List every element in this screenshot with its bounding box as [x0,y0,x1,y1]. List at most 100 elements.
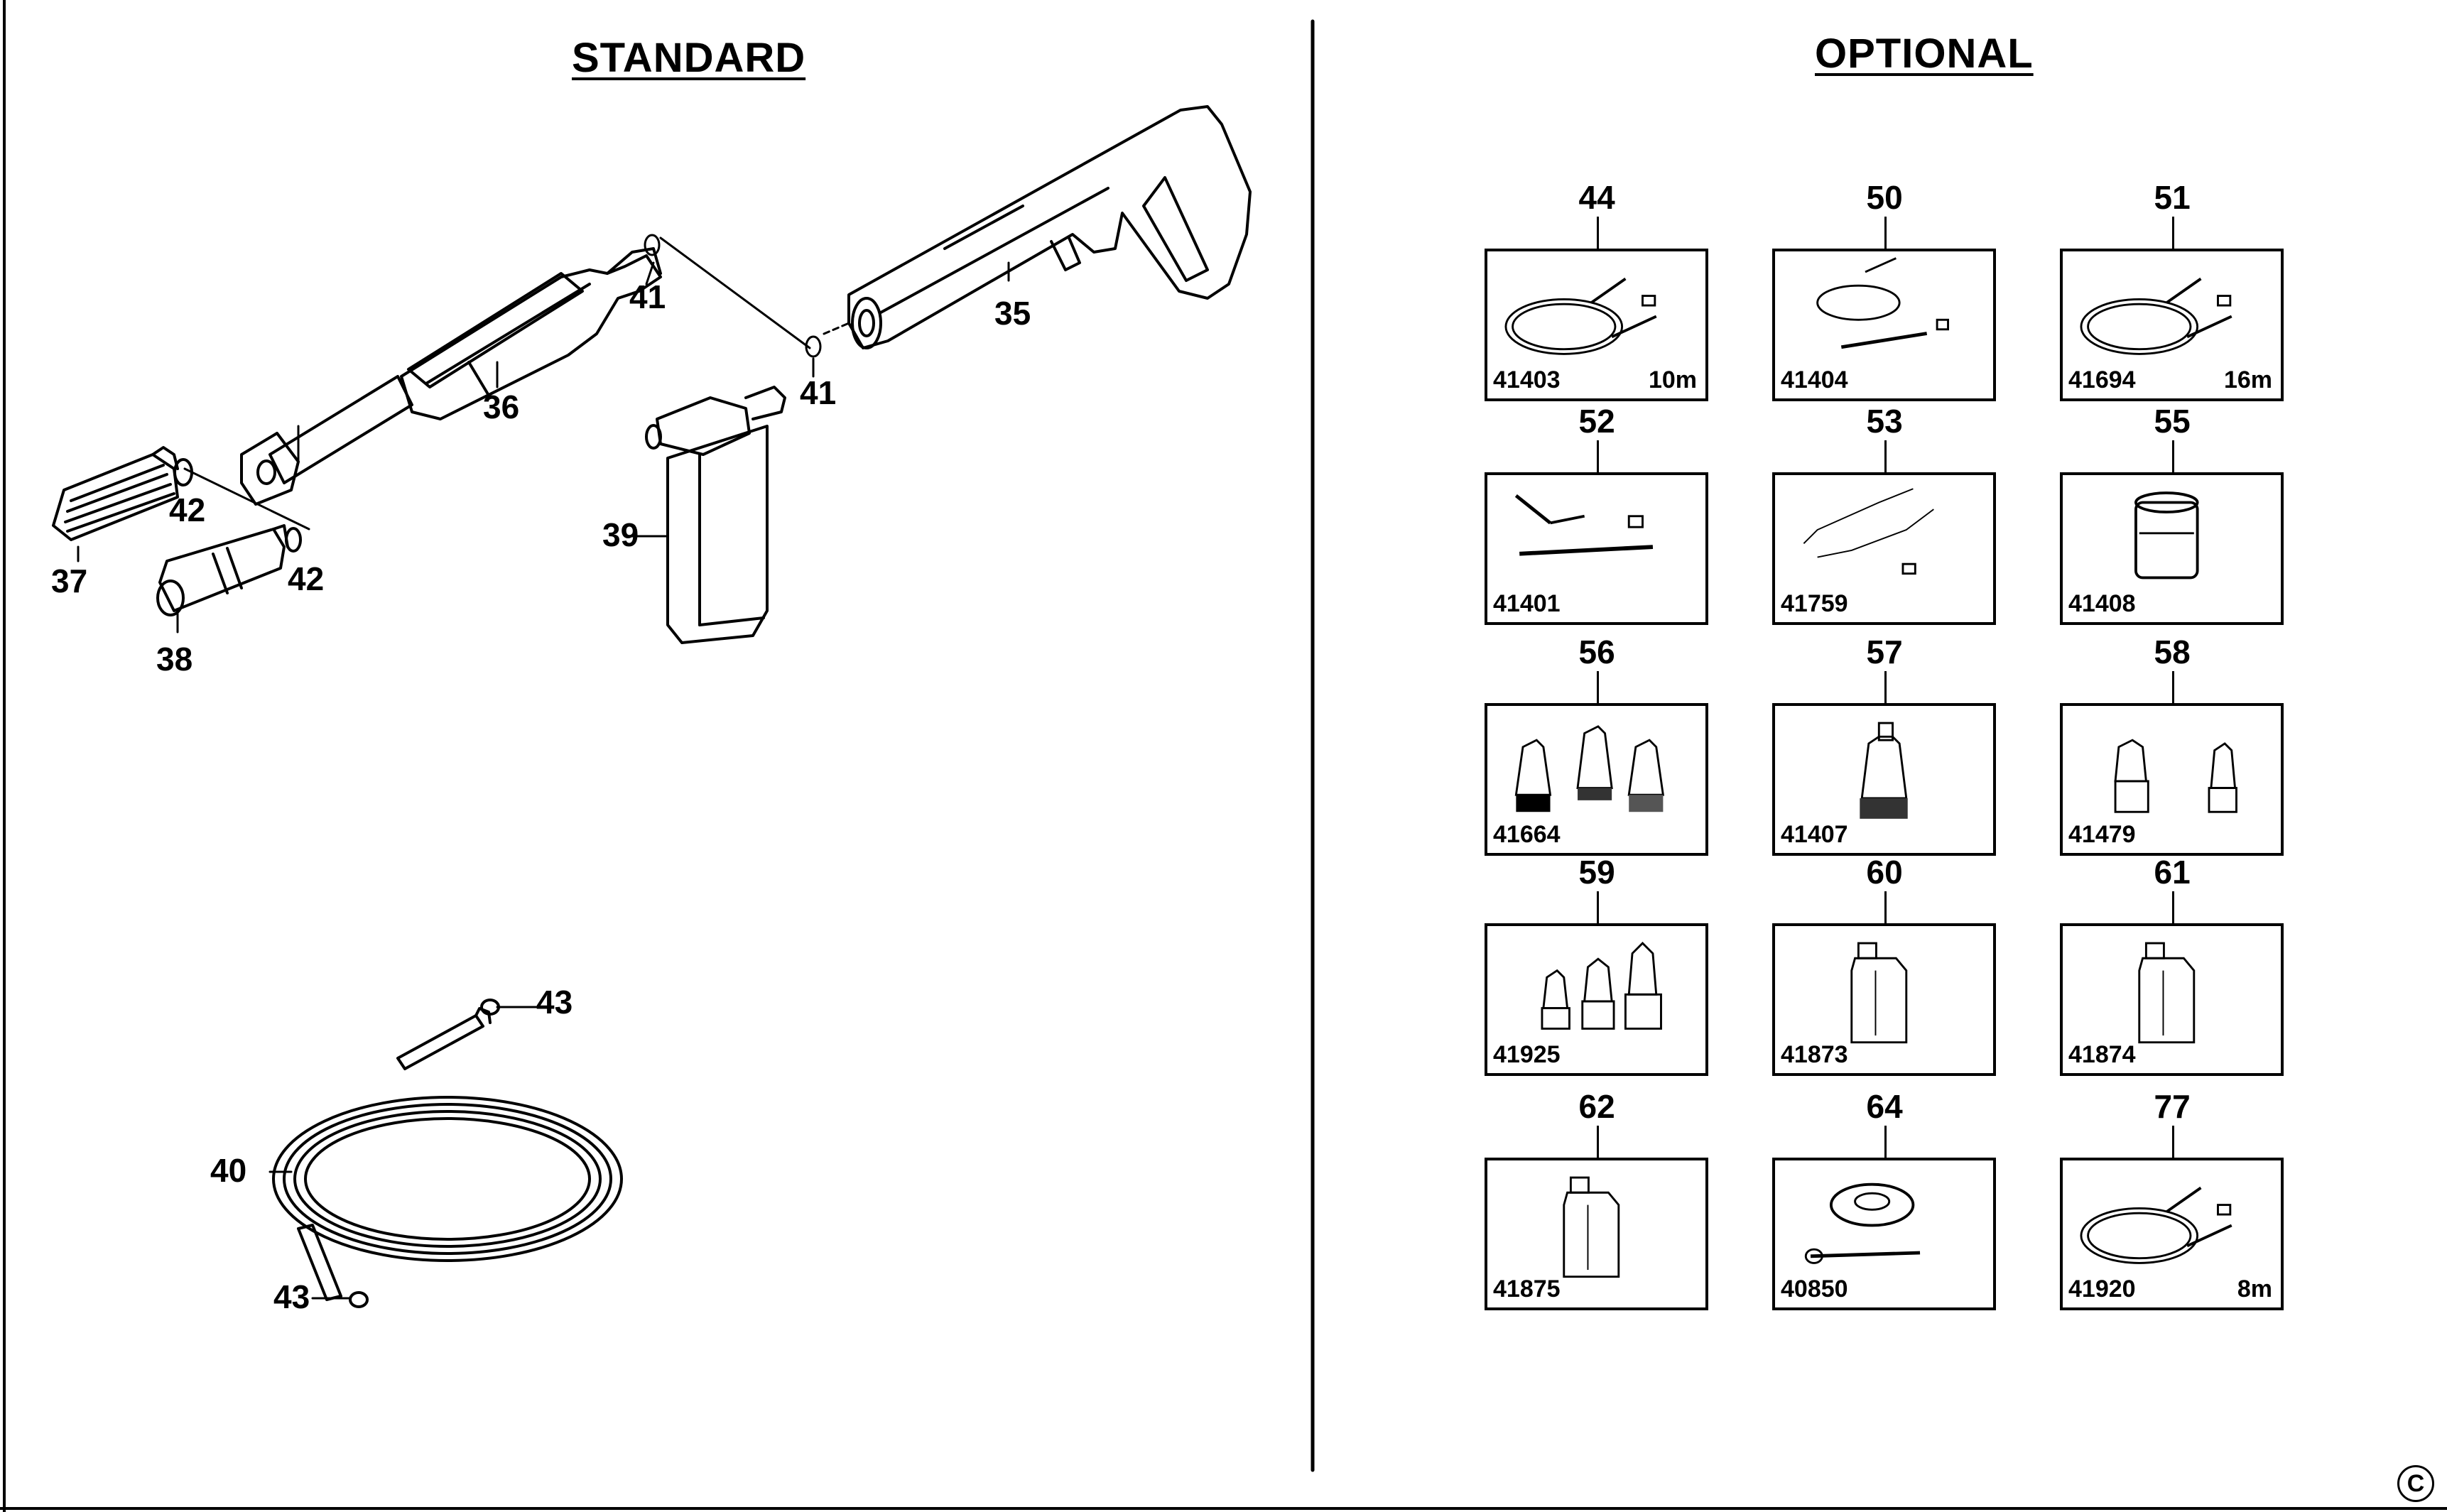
accessory-box-58: 41479 [2060,703,2284,856]
accessory-code-44: 41403 [1493,366,1561,393]
accessory-leader-64 [1884,1126,1887,1158]
accessory-number-55: 55 [2154,403,2191,440]
accessory-length-51: 16m [2223,366,2272,393]
connector-icon [2114,739,2237,813]
accessory-box-57: 41407 [1772,703,1996,856]
hose-coil-icon [2080,277,2232,355]
callout-41-b: 41 [800,374,837,411]
accessory-code-61: 41874 [2068,1041,2136,1068]
accessory-number-57: 57 [1866,633,1903,670]
accessory-number-51: 51 [2154,179,2191,216]
hose-coil-icon [1504,277,1657,355]
accessory-code-52: 41401 [1493,590,1561,617]
accessory-box-55: 41408 [2060,472,2284,625]
callout-43-a: 43 [536,984,573,1021]
callout-35: 35 [994,295,1031,332]
callout-42-b: 42 [288,560,325,597]
accessory-leader-50 [1884,217,1887,249]
pipe-cleaner-icon [1803,488,1934,575]
extension-lance-icon [1514,494,1654,556]
detergent-bottle-icon [1850,942,1908,1044]
detergent-bottle-icon [2138,942,2196,1044]
accessory-box-56: 41664 [1485,703,1708,856]
vario-nozzle-drawing [156,524,302,616]
hose-drawing [272,999,623,1308]
accessory-box-44: 41403 10m [1485,249,1708,401]
accessory-code-58: 41479 [2068,821,2136,848]
spray-gun-drawing [847,105,1252,349]
accessory-box-64: 40850 [1772,1158,1996,1310]
accessory-leader-44 [1596,217,1599,249]
accessory-code-57: 41407 [1781,821,1848,848]
accessory-code-64: 40850 [1781,1276,1848,1302]
callout-37: 37 [51,562,88,599]
accessory-number-58: 58 [2154,633,2191,670]
optional-title: OPTIONAL [1815,31,2034,77]
accessory-number-62: 62 [1578,1088,1615,1125]
adapter-icon [2134,491,2199,580]
accessory-length-77: 8m [2237,1276,2272,1302]
callout-40: 40 [210,1152,247,1189]
accessory-code-56: 41664 [1493,821,1561,848]
nozzle-set-icon [1514,725,1665,812]
accessory-leader-51 [2171,217,2174,249]
accessory-leader-55 [2171,440,2174,472]
hose-coil-icon [2080,1186,2232,1264]
leader-lines [77,234,1010,1300]
accessory-length-44: 10m [1648,366,1697,393]
accessory-code-53: 41759 [1781,590,1848,617]
accessory-number-77: 77 [2154,1088,2191,1125]
patio-cleaner-icon [1804,1182,1921,1264]
accessory-leader-62 [1596,1126,1599,1158]
accessory-number-59: 59 [1578,854,1615,891]
detergent-bottle-drawing [645,386,786,644]
callout-36: 36 [483,388,520,425]
accessory-leader-53 [1884,440,1887,472]
accessory-number-64: 64 [1866,1088,1903,1125]
accessory-number-52: 52 [1578,403,1615,440]
accessory-leader-59 [1596,891,1599,923]
accessory-box-52: 41401 [1485,472,1708,625]
accessory-code-60: 41873 [1781,1041,1848,1068]
standard-title: STANDARD [572,35,806,81]
callout-43-b: 43 [273,1278,310,1315]
accessory-box-60: 41873 [1772,923,1996,1076]
accessory-leader-61 [2171,891,2174,923]
callout-42-a: 42 [169,491,206,528]
accessory-leader-56 [1596,671,1599,703]
accessory-code-50: 41404 [1781,366,1848,393]
accessory-number-44: 44 [1578,179,1615,216]
callout-39: 39 [602,516,639,553]
detergent-bottle-icon [1563,1176,1620,1278]
nozzle-icon [1860,722,1908,819]
accessory-leader-58 [2171,671,2174,703]
hose-kit-icon [1816,257,1949,349]
accessory-number-53: 53 [1866,403,1903,440]
accessory-box-59: 41925 [1485,923,1708,1076]
accessory-number-60: 60 [1866,854,1903,891]
callout-38: 38 [156,641,193,678]
accessory-leader-52 [1596,440,1599,472]
lance-drawing [240,247,662,506]
accessory-leader-57 [1884,671,1887,703]
accessory-number-50: 50 [1866,179,1903,216]
accessory-code-59: 41925 [1493,1041,1561,1068]
accessory-number-56: 56 [1578,633,1615,670]
accessory-leader-77 [2171,1126,2174,1158]
copyright-symbol: C [2397,1465,2434,1502]
connector-set-icon [1541,942,1662,1030]
accessory-leader-60 [1884,891,1887,923]
accessory-box-50: 41404 [1772,249,1996,401]
accessory-number-61: 61 [2154,854,2191,891]
accessory-code-55: 41408 [2068,590,2136,617]
accessory-code-62: 41875 [1493,1276,1561,1302]
accessory-box-53: 41759 [1772,472,1996,625]
callout-41-a: 41 [629,278,666,315]
accessory-box-61: 41874 [2060,923,2284,1076]
accessory-box-51: 41694 16m [2060,249,2284,401]
accessory-box-62: 41875 [1485,1158,1708,1310]
accessory-code-51: 41694 [2068,366,2136,393]
